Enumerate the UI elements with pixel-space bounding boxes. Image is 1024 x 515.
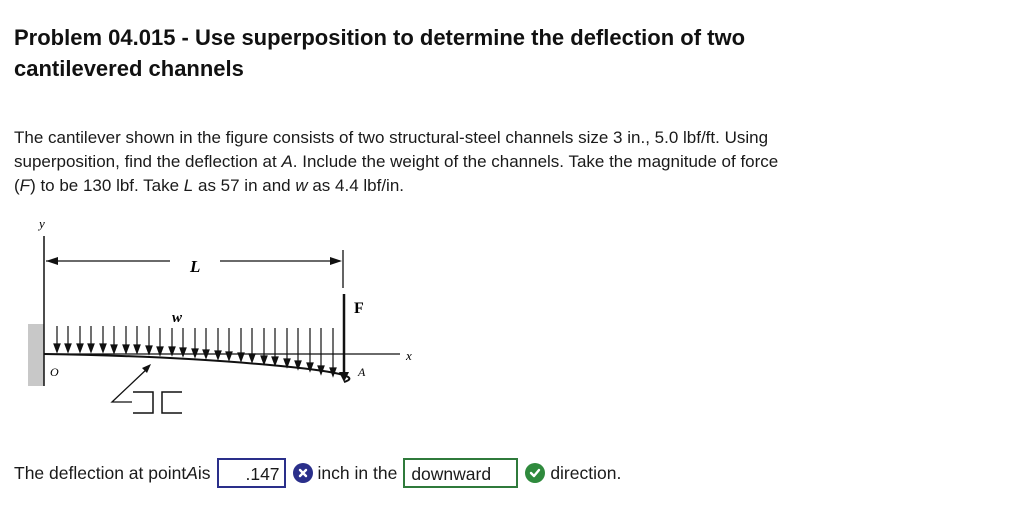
channel-section-icon xyxy=(133,391,182,414)
answer-suffix: direction. xyxy=(550,462,622,483)
title-line-2: cantilevered channels xyxy=(14,56,244,81)
load-w-ref: w xyxy=(295,176,308,195)
load-label-w: w xyxy=(172,310,183,326)
distributed-load-arrows xyxy=(53,326,337,378)
force-F-ref: F xyxy=(19,176,31,195)
statement-line-3: (F) to be 130 lbf. Take L as 57 in and w… xyxy=(14,176,405,195)
cantilever-figure: y L x xyxy=(20,210,420,430)
arrowhead-left xyxy=(46,257,58,265)
unit-text: inch in the xyxy=(317,462,398,483)
point-label-A: A xyxy=(357,365,366,379)
statement-line-2: superposition, find the deflection at A.… xyxy=(14,152,779,171)
section-leader xyxy=(110,367,149,403)
correct-check-icon xyxy=(525,463,546,483)
problem-statement: The cantilever shown in the figure consi… xyxy=(14,126,1014,198)
deflection-input[interactable]: .147 xyxy=(216,458,286,488)
problem-title: Problem 04.015 - Use superposition to de… xyxy=(14,22,1014,84)
force-label-F: F xyxy=(354,300,364,317)
arrowhead-right xyxy=(330,257,342,265)
statement-line-1: The cantilever shown in the figure consi… xyxy=(14,128,769,147)
point-A-ref: A xyxy=(281,152,293,171)
answer-row: The deflection at point A is .147 inch i… xyxy=(14,458,621,488)
origin-label-O: O xyxy=(50,365,59,379)
answer-prefix: The deflection at point xyxy=(14,462,187,483)
title-line-1: Problem 04.015 - Use superposition to de… xyxy=(14,25,746,50)
deflected-beam xyxy=(43,353,351,383)
direction-dropdown[interactable]: downward xyxy=(403,458,519,488)
length-label-L: L xyxy=(189,257,200,276)
length-L-ref: L xyxy=(183,176,194,195)
fixed-wall xyxy=(28,324,44,386)
incorrect-x-icon xyxy=(292,463,313,483)
answer-point: A xyxy=(186,462,198,483)
y-axis-label: y xyxy=(37,216,45,231)
x-axis-label: x xyxy=(405,348,412,363)
